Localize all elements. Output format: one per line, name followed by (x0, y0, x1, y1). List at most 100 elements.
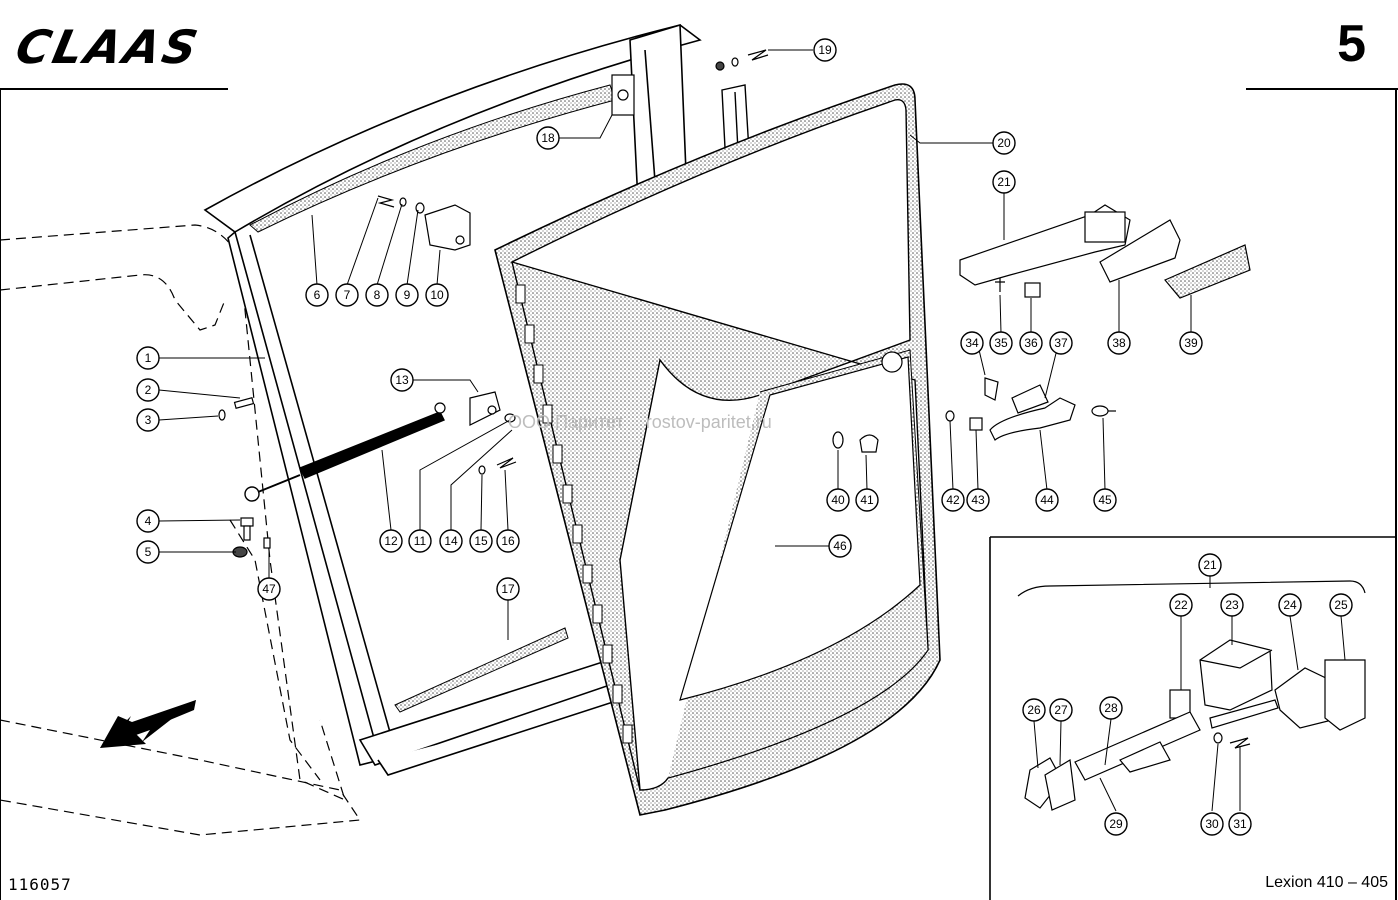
svg-text:8: 8 (374, 288, 381, 302)
callout-circles: 1 2 3 4 5 6 7 8 9 10 11 12 13 14 15 16 1… (136, 38, 1353, 836)
callout-30: 30 (1200, 812, 1224, 836)
svg-text:40: 40 (831, 493, 845, 507)
direction-arrow (100, 700, 196, 748)
svg-text:3: 3 (145, 413, 152, 427)
leader-lines (158, 49, 1346, 812)
svg-text:34: 34 (965, 336, 979, 350)
svg-text:5: 5 (145, 545, 152, 559)
callout-35: 35 (989, 331, 1013, 355)
svg-text:17: 17 (501, 582, 515, 596)
callout-23: 23 (1220, 593, 1244, 617)
callout-21: 21 (992, 170, 1016, 194)
svg-text:31: 31 (1233, 817, 1247, 831)
svg-text:28: 28 (1104, 701, 1118, 715)
svg-text:1: 1 (145, 351, 152, 365)
callout-41: 41 (855, 488, 879, 512)
callout-7: 7 (335, 283, 359, 307)
callout-34: 34 (960, 331, 984, 355)
svg-text:35: 35 (994, 336, 1008, 350)
svg-text:43: 43 (971, 493, 985, 507)
svg-text:25: 25 (1334, 598, 1348, 612)
callout-4: 4 (136, 509, 160, 533)
header-rule-right (1246, 88, 1398, 90)
callout-40: 40 (826, 488, 850, 512)
svg-text:21: 21 (1203, 558, 1217, 572)
callout-18: 18 (536, 126, 560, 150)
svg-text:6: 6 (314, 288, 321, 302)
callout-6: 6 (305, 283, 329, 307)
callout-8: 8 (365, 283, 389, 307)
svg-text:23: 23 (1225, 598, 1239, 612)
svg-text:36: 36 (1024, 336, 1038, 350)
model-label: Lexion 410 – 405 (1265, 874, 1388, 891)
svg-text:24: 24 (1283, 598, 1297, 612)
svg-text:42: 42 (946, 493, 960, 507)
svg-text:12: 12 (384, 534, 398, 548)
callout-10: 10 (425, 283, 449, 307)
callout-20: 20 (992, 131, 1016, 155)
svg-text:29: 29 (1109, 817, 1123, 831)
svg-text:19: 19 (818, 43, 832, 57)
lock-detail-parts (1024, 639, 1366, 811)
callout-38: 38 (1107, 331, 1131, 355)
callout-15: 15 (469, 529, 493, 553)
svg-text:37: 37 (1054, 336, 1068, 350)
callout-43: 43 (966, 488, 990, 512)
svg-text:4: 4 (145, 514, 152, 528)
svg-text:26: 26 (1027, 703, 1041, 717)
page-number: 5 (1337, 15, 1366, 73)
lock-detail-inset (989, 536, 1396, 900)
callout-37: 37 (1049, 331, 1073, 355)
document-number: 116057 (8, 875, 72, 894)
callout-12: 12 (379, 529, 403, 553)
svg-text:10: 10 (430, 288, 444, 302)
svg-text:20: 20 (997, 136, 1011, 150)
callout-24: 24 (1278, 593, 1302, 617)
svg-text:9: 9 (404, 288, 411, 302)
svg-text:2: 2 (145, 383, 152, 397)
callout-17: 17 (496, 577, 520, 601)
hardware-parts (218, 49, 1251, 558)
svg-text:30: 30 (1205, 817, 1219, 831)
svg-text:27: 27 (1054, 703, 1068, 717)
svg-text:14: 14 (444, 534, 458, 548)
callout-13: 13 (390, 368, 414, 392)
svg-text:44: 44 (1040, 493, 1054, 507)
callout-29: 29 (1104, 812, 1128, 836)
callout-36: 36 (1019, 331, 1043, 355)
callout-44: 44 (1035, 488, 1059, 512)
door-panel-20 (494, 83, 941, 816)
callout-26: 26 (1022, 698, 1046, 722)
watermark-site: rostov-paritet.ru (645, 412, 772, 432)
callout-11: 11 (408, 529, 432, 553)
svg-text:46: 46 (833, 539, 847, 553)
callout-9: 9 (395, 283, 419, 307)
callout-25: 25 (1329, 593, 1353, 617)
callout-47: 47 (257, 577, 281, 601)
svg-text:47: 47 (262, 582, 276, 596)
callout-45: 45 (1093, 488, 1117, 512)
svg-text:22: 22 (1174, 598, 1188, 612)
svg-text:7: 7 (344, 288, 351, 302)
callout-27: 27 (1049, 698, 1073, 722)
header-rule-left (0, 88, 228, 90)
svg-text:38: 38 (1112, 336, 1126, 350)
callout-31: 31 (1228, 812, 1252, 836)
callout-3: 3 (136, 408, 160, 432)
callout-5: 5 (136, 540, 160, 564)
callout-39: 39 (1179, 331, 1203, 355)
svg-text:21: 21 (997, 175, 1011, 189)
callout-42: 42 (941, 488, 965, 512)
callout-19: 19 (813, 38, 837, 62)
callout-46: 46 (828, 534, 852, 558)
svg-text:39: 39 (1184, 336, 1198, 350)
callout-16: 16 (496, 529, 520, 553)
page-frame (0, 88, 1397, 900)
callout-14: 14 (439, 529, 463, 553)
callout-21-inset: 21 (1198, 553, 1222, 577)
callout-22: 22 (1169, 593, 1193, 617)
svg-text:18: 18 (541, 131, 555, 145)
callout-28: 28 (1099, 696, 1123, 720)
